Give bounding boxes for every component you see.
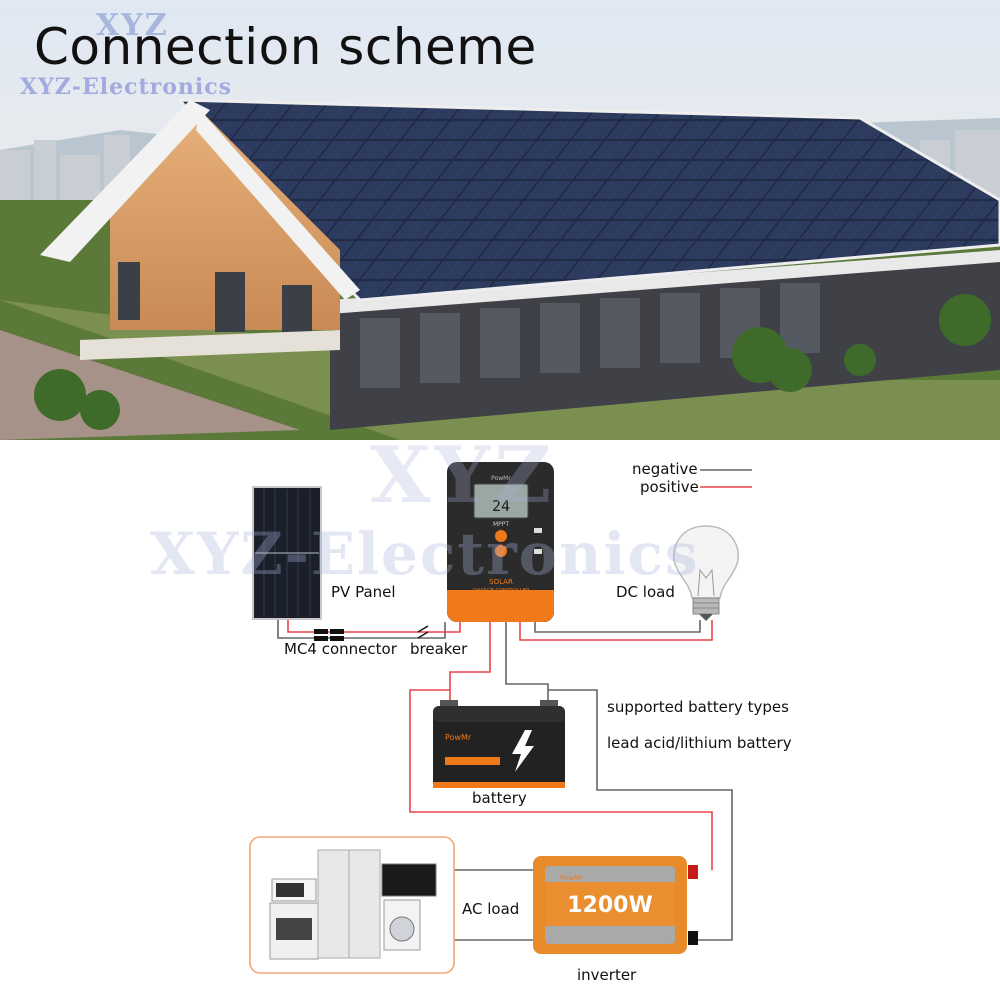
wire-pv-negative [277, 618, 446, 639]
usb-port-icon [534, 549, 542, 554]
legend-negative-label: negative [632, 460, 698, 478]
appliances-icon [249, 836, 455, 974]
watermark-brand: XYZ-Electronics [20, 74, 233, 100]
wire-inverter-positive [409, 689, 713, 870]
inverter-power-rating: 1200W [567, 893, 653, 918]
wire-battery-negative [505, 622, 549, 706]
controller-accent [447, 590, 554, 622]
light-bulb-icon [673, 525, 739, 621]
legend-positive-label: positive [640, 478, 699, 496]
mc4-connector-icon [314, 629, 344, 641]
wire-inverter-negative [548, 689, 733, 941]
pv-panel-label: PV Panel [331, 583, 396, 601]
page-title: Connection scheme [34, 18, 537, 76]
mc4-connector-label: MC4 connector [284, 640, 397, 658]
charge-controller: PowMr 24 MPPT SOLAR CHARGE CONTROLLER [447, 462, 554, 622]
dc-load-label: DC load [616, 583, 675, 601]
connection-diagram: PowMr 24 MPPT SOLAR CHARGE CONTROLLER Po… [249, 462, 752, 974]
controller-brand: PowMr [491, 475, 511, 482]
house-photo [0, 0, 1000, 440]
wire-pv-positive [287, 618, 461, 633]
controller-down-icon [495, 545, 507, 557]
battery-icon: PowMr [433, 700, 565, 788]
controller-display-value: 24 [492, 497, 510, 515]
inverter-label: inverter [577, 966, 637, 984]
battery-brand: PowMr [445, 733, 472, 742]
inverter-brand: PowMr [560, 874, 583, 882]
wire-dc-positive [519, 620, 713, 641]
watermark-logo-large: XYZ [370, 430, 556, 521]
breaker-label: breaker [410, 640, 468, 658]
inverter-icon: PowMr 1200W [533, 856, 698, 954]
supported-battery-types-title: supported battery types [607, 698, 789, 716]
wiring [277, 618, 733, 941]
controller-label-1: SOLAR [489, 578, 513, 586]
breaker-icon [417, 625, 429, 639]
controller-lcd [473, 483, 529, 519]
controller-up-icon [495, 530, 507, 542]
solar-roof-house-image [0, 0, 1000, 440]
watermark-brand-large: XYZ-Electronics [150, 520, 700, 588]
solar-panel-icon [252, 486, 322, 620]
controller-mode: MPPT [493, 521, 509, 528]
battery-label: battery [472, 789, 527, 807]
wire-battery-positive [449, 622, 491, 706]
controller-label-2: CHARGE CONTROLLER [473, 588, 530, 594]
wire-dc-negative [534, 620, 701, 633]
ac-load-label: AC load [462, 900, 520, 918]
usb-port-icon [534, 528, 542, 533]
supported-battery-types-value: lead acid/lithium battery [607, 734, 792, 752]
watermark-logo: XYZ [96, 8, 169, 43]
